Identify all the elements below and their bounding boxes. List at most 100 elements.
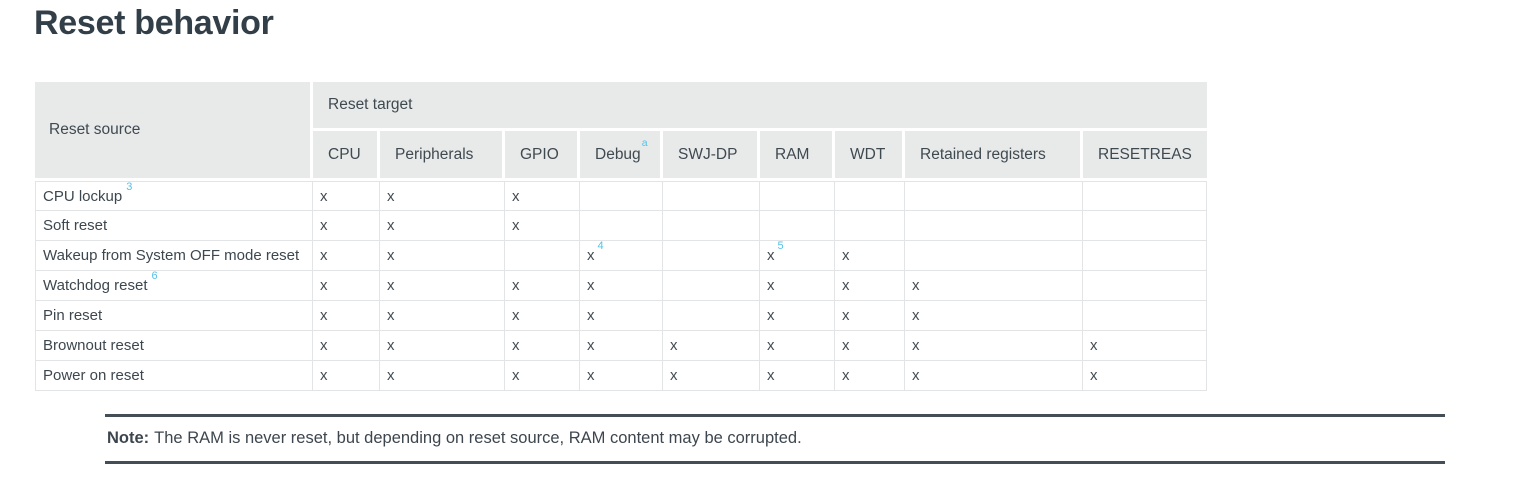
table-row-cpu-lockup: CPU lockup3 x x x xyxy=(35,181,1208,211)
cell: x4 xyxy=(580,241,663,271)
cell: x xyxy=(663,331,760,361)
cell: x xyxy=(835,301,905,331)
cell xyxy=(1083,211,1208,241)
cell xyxy=(905,241,1083,271)
cell xyxy=(1083,241,1208,271)
cell: x xyxy=(835,331,905,361)
column-header-peripherals: Peripherals xyxy=(380,131,505,181)
cell xyxy=(760,211,835,241)
cell: x xyxy=(313,361,380,391)
table-body: CPU lockup3 x x x Soft reset x x x Wakeu… xyxy=(35,181,1208,391)
page-title: Reset behavior xyxy=(34,4,274,42)
cell: x xyxy=(313,331,380,361)
cell xyxy=(663,181,760,211)
table-header-row-targets: CPU Peripherals GPIO Debuga SWJ-DP RAM W… xyxy=(35,131,1208,181)
column-header-retained-registers: Retained registers xyxy=(905,131,1083,181)
cell xyxy=(580,181,663,211)
cell: x xyxy=(905,361,1083,391)
cell xyxy=(1083,301,1208,331)
cell xyxy=(1083,181,1208,211)
cell: x xyxy=(380,271,505,301)
cell xyxy=(663,301,760,331)
cell xyxy=(505,241,580,271)
cell: x xyxy=(760,331,835,361)
table-row-brownout-reset: Brownout reset x x x x x x x x x xyxy=(35,331,1208,361)
table-row-power-on-reset: Power on reset x x x x x x x x x xyxy=(35,361,1208,391)
reset-behavior-table: Reset source Reset target CPU Peripheral… xyxy=(35,82,1208,391)
note-label: Note: xyxy=(107,429,150,447)
cell: x xyxy=(760,301,835,331)
cell: x xyxy=(835,271,905,301)
cell: x xyxy=(313,211,380,241)
column-header-cpu: CPU xyxy=(313,131,380,181)
table-row-pin-reset: Pin reset x x x x x x x xyxy=(35,301,1208,331)
reset-target-header-label: Reset target xyxy=(328,96,413,113)
cell xyxy=(580,211,663,241)
column-header-wdt: WDT xyxy=(835,131,905,181)
cell xyxy=(835,211,905,241)
cell: x5 xyxy=(760,241,835,271)
cell: x xyxy=(505,271,580,301)
reset-source-cell: Brownout reset xyxy=(35,331,313,361)
cell: x xyxy=(505,331,580,361)
cell: x xyxy=(380,241,505,271)
cell: x xyxy=(835,241,905,271)
cell: x xyxy=(505,211,580,241)
cell xyxy=(663,211,760,241)
footnote-link-5[interactable]: 5 xyxy=(777,240,784,252)
cell: x xyxy=(835,361,905,391)
cell: x xyxy=(663,361,760,391)
column-header-resetreas: RESETREAS xyxy=(1083,131,1208,181)
table-row-soft-reset: Soft reset x x x xyxy=(35,211,1208,241)
cell xyxy=(1083,271,1208,301)
cell: x xyxy=(380,301,505,331)
cell xyxy=(663,271,760,301)
cell: x xyxy=(380,331,505,361)
cell xyxy=(760,181,835,211)
cell: x xyxy=(905,301,1083,331)
cell: x xyxy=(580,271,663,301)
cell: x xyxy=(580,331,663,361)
cell: x xyxy=(313,241,380,271)
cell: x xyxy=(905,271,1083,301)
cell: x xyxy=(580,361,663,391)
cell: x xyxy=(313,301,380,331)
reset-source-cell: Soft reset xyxy=(35,211,313,241)
cell: x xyxy=(505,181,580,211)
cell: x xyxy=(1083,361,1208,391)
cell: x xyxy=(905,331,1083,361)
footnote-link-a[interactable]: a xyxy=(641,137,648,150)
table-header: Reset source Reset target CPU Peripheral… xyxy=(35,82,1208,181)
cell: x xyxy=(505,361,580,391)
footnote-link-3[interactable]: 3 xyxy=(126,180,133,193)
cell: x xyxy=(380,211,505,241)
reset-source-cell: Power on reset xyxy=(35,361,313,391)
reset-source-cell: Watchdog reset6 xyxy=(35,271,313,301)
column-header-swj-dp: SWJ-DP xyxy=(663,131,760,181)
reset-source-cell: CPU lockup3 xyxy=(35,181,313,211)
cell: x xyxy=(505,301,580,331)
cell: x xyxy=(580,301,663,331)
column-header-gpio: GPIO xyxy=(505,131,580,181)
column-header-debug: Debuga xyxy=(580,131,663,181)
cell xyxy=(905,181,1083,211)
note-text: The RAM is never reset, but depending on… xyxy=(154,429,802,447)
reset-source-header-label: Reset source xyxy=(49,121,141,138)
cell: x xyxy=(1083,331,1208,361)
table-row-watchdog-reset: Watchdog reset6 x x x x x x x xyxy=(35,271,1208,301)
cell: x xyxy=(313,271,380,301)
table-row-wakeup-system-off: Wakeup from System OFF mode reset x x x4… xyxy=(35,241,1208,271)
cell: x xyxy=(380,361,505,391)
reset-source-cell: Wakeup from System OFF mode reset xyxy=(35,241,313,271)
footnote-link-6[interactable]: 6 xyxy=(151,270,158,282)
cell: x xyxy=(760,271,835,301)
cell xyxy=(835,181,905,211)
column-header-ram: RAM xyxy=(760,131,835,181)
cell: x xyxy=(380,181,505,211)
note-box: Note:The RAM is never reset, but dependi… xyxy=(105,414,1445,464)
column-header-reset-source: Reset source xyxy=(35,82,313,181)
cell xyxy=(905,211,1083,241)
cell: x xyxy=(313,181,380,211)
footnote-link-4[interactable]: 4 xyxy=(597,240,604,252)
column-header-reset-target: Reset target xyxy=(313,82,1208,131)
